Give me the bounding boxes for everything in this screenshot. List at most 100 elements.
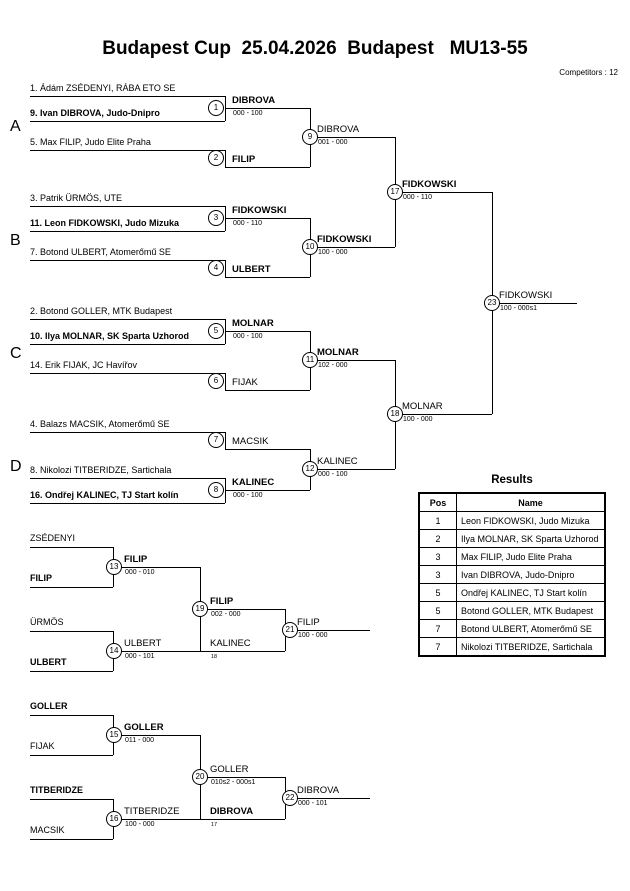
bracket-line (310, 247, 395, 248)
results-title: Results (491, 474, 533, 486)
match-winner-name: FILIP (124, 554, 148, 565)
match-number-badge: 14 (106, 643, 122, 659)
bracket-line (30, 839, 113, 840)
match-winner-name: KALINEC (210, 638, 251, 649)
match-number-badge: 17 (387, 184, 403, 200)
competitor-name: 8. Nikolozi TITBERIDZE, Sartichala (30, 465, 172, 475)
match-score: 100 - 000 (298, 632, 328, 639)
match-winner-name: MOLNAR (402, 401, 443, 412)
bracket-line (225, 432, 226, 449)
match-winner-name: FIJAK (232, 377, 258, 388)
match-winner-name: FIDKOWSKI (499, 290, 553, 301)
match-winner-name: FILIP (232, 154, 256, 165)
bracket-line (30, 206, 225, 207)
competitor-name: MACSIK (30, 825, 65, 835)
competitor-name: ULBERT (30, 657, 67, 667)
match-number-badge: 12 (302, 461, 318, 477)
bracket-line (30, 150, 225, 151)
match-winner-name: KALINEC (232, 477, 275, 488)
match-winner-name: FIDKOWSKI (317, 234, 372, 245)
bracket-line (30, 547, 113, 548)
match-number-badge: 22 (282, 790, 298, 806)
match-number-badge: 19 (192, 601, 208, 617)
match-score: 100 - 000 (318, 249, 348, 256)
match-score: 000 - 101 (298, 800, 328, 807)
competitor-name: 5. Max FILIP, Judo Elite Praha (30, 137, 151, 147)
competitor-name: 3. Patrik ÜRMÖS, UTE (30, 193, 123, 203)
match-score: 000 - 101 (125, 653, 155, 660)
match-score: 100 - 000 (125, 821, 155, 828)
bracket-line (30, 260, 225, 261)
match-winner-name: FILIP (210, 596, 234, 607)
bracket-line (200, 819, 285, 820)
result-name: Ilya MOLNAR, SK Sparta Uzhorod (456, 529, 606, 548)
result-position: 7 (418, 619, 457, 638)
bracket-line (285, 630, 370, 631)
result-name: Ondřej KALINEC, TJ Start kolín (456, 583, 606, 602)
result-position: 7 (418, 637, 457, 657)
match-number-badge: 21 (282, 622, 298, 638)
results-col-name: Name (456, 492, 606, 512)
match-score: 001 - 000 (318, 139, 348, 146)
pool-letter: A (10, 118, 21, 135)
bracket-line (225, 449, 310, 450)
bracket-line (30, 799, 113, 800)
result-name: Max FILIP, Judo Elite Praha (456, 547, 606, 566)
bracket-line (310, 360, 395, 361)
bracket-line (113, 567, 200, 568)
result-name: Leon FIDKOWSKI, Judo Mizuka (456, 511, 606, 530)
competitor-name: ÜRMÖS (30, 617, 64, 627)
match-winner-name: ULBERT (232, 264, 271, 275)
result-position: 3 (418, 565, 457, 584)
bracket-line (113, 819, 200, 820)
match-number-badge: 4 (208, 260, 224, 276)
match-number-badge: 6 (208, 373, 224, 389)
match-winner-name: MOLNAR (232, 318, 274, 329)
competitor-name: 4. Balazs MACSIK, Atomerőmű SE (30, 419, 170, 429)
bracket-line (225, 260, 226, 277)
match-winner-name: FIDKOWSKI (232, 205, 287, 216)
bracket-line (395, 192, 492, 193)
match-winner-name: DIBROVA (297, 785, 340, 796)
match-winner-name: MACSIK (232, 436, 269, 447)
match-number-badge: 13 (106, 559, 122, 575)
match-winner-name: GOLLER (210, 764, 249, 775)
competitor-name: 1. Ádám ZSÉDENYI, RÁBA ETO SE (30, 83, 176, 93)
bracket-line (200, 609, 285, 610)
match-number-badge: 11 (302, 352, 318, 368)
match-number-badge: 15 (106, 727, 122, 743)
competitor-name: 2. Botond GOLLER, MTK Budapest (30, 306, 173, 316)
match-winner-name: FILIP (297, 617, 320, 628)
results-header-row: Pos Name (418, 492, 606, 512)
bracket-line (225, 108, 310, 109)
competitor-name: TITBERIDZE (30, 785, 83, 795)
match-score: 100 - 000s1 (500, 305, 537, 312)
result-name: Botond GOLLER, MTK Budapest (456, 601, 606, 620)
match-winner-name: DIBROVA (210, 806, 254, 817)
match-number-badge: 10 (302, 239, 318, 255)
bracket-line (30, 503, 225, 504)
match-number-badge: 3 (208, 210, 224, 226)
bracket-line (225, 150, 226, 167)
bracket-line (492, 303, 577, 304)
match-score: 010s2 - 000s1 (211, 779, 256, 786)
bracket-line (30, 671, 113, 672)
match-winner-name: MOLNAR (317, 347, 359, 358)
bracket-line (225, 319, 226, 344)
competitor-name: GOLLER (30, 701, 68, 711)
bracket-line (225, 390, 310, 391)
match-score: 002 - 000 (211, 611, 241, 618)
match-winner-name: KALINEC (317, 456, 358, 467)
match-score: 100 - 000 (403, 416, 433, 423)
bracket-line (30, 432, 225, 433)
match-number-badge: 8 (208, 482, 224, 498)
bracket-line (30, 373, 225, 374)
